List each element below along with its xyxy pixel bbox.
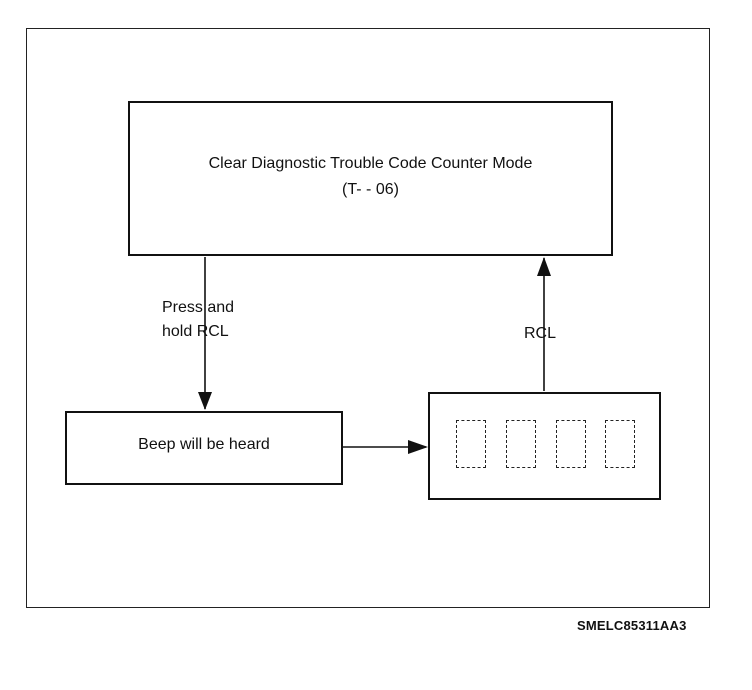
arrowhead-up <box>537 257 551 276</box>
beep-label: Beep will be heard <box>138 436 270 453</box>
display-digit-2 <box>506 420 536 468</box>
mode-code: (T- - 06) <box>342 181 399 198</box>
digit-display-box <box>428 392 661 500</box>
display-digit-4 <box>605 420 635 468</box>
press-hold-line2: hold RCL <box>162 323 229 340</box>
display-digit-3 <box>556 420 586 468</box>
arrowhead-right <box>408 440 428 454</box>
press-hold-rcl-label: Press and hold RCL <box>162 296 234 344</box>
figure-id: SMELC85311AA3 <box>577 618 687 633</box>
rcl-label: RCL <box>524 325 557 342</box>
clear-dtc-counter-mode-box: Clear Diagnostic Trouble Code Counter Mo… <box>128 101 613 256</box>
mode-title: Clear Diagnostic Trouble Code Counter Mo… <box>208 155 533 172</box>
arrowhead-down <box>198 392 212 410</box>
diagram-frame <box>26 28 710 608</box>
press-hold-line1: Press and <box>162 299 235 316</box>
display-digit-1 <box>456 420 486 468</box>
beep-box: Beep will be heard <box>65 411 343 485</box>
